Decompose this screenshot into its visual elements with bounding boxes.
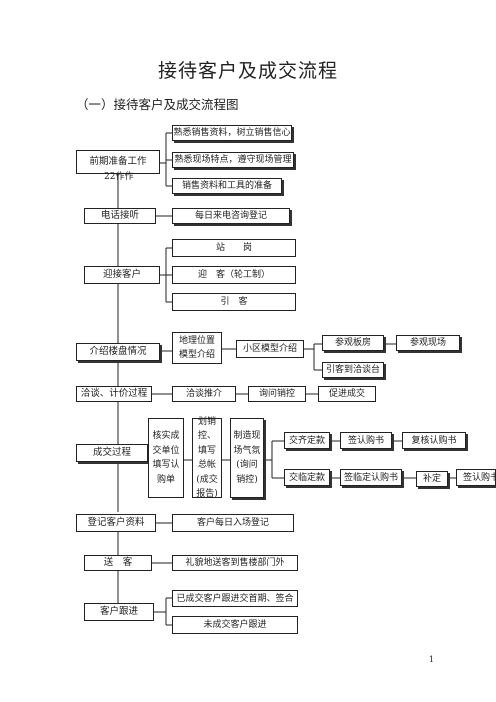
prep-item-1: 熟悉销售资料，树立销售信心 xyxy=(172,125,292,141)
deal-column-1: 核实成交单位填写认购单 xyxy=(148,418,184,498)
farewell-item: 礼貌地送客到售楼部门外 xyxy=(172,555,298,571)
greet-item-1: 站 岗 xyxy=(172,239,296,257)
prep-item-2: 熟悉现场特点，遵守现场管理 xyxy=(172,152,294,168)
negotiate-item-1: 洽谈推介 xyxy=(172,386,236,402)
step-deal: 成交过程 xyxy=(76,444,148,462)
page-title: 接待客户及成交流程 xyxy=(157,60,338,82)
followup-item-1: 已成交客户跟进交首期、签合 xyxy=(172,590,298,607)
intro-location: 地理位置模型介绍 xyxy=(172,332,222,364)
deal-full-1: 交齐定款 xyxy=(284,432,330,449)
negotiate-item-3: 促进成交 xyxy=(318,386,376,402)
followup-item-2: 未成交客户跟进 xyxy=(172,616,298,634)
deal-column-3: 制造现场气氛(询问销控) xyxy=(230,418,264,498)
step-register: 登记客户资料 xyxy=(76,514,156,532)
intro-model: 小区模型介绍 xyxy=(236,340,304,358)
step-intro: 介绍楼盘情况 xyxy=(76,343,160,361)
greet-item-3: 引 客 xyxy=(172,293,296,311)
step-prep: 前期准备工作 xyxy=(76,150,160,174)
step-greet: 迎接客户 xyxy=(84,266,160,284)
page-number: 1 xyxy=(428,655,434,664)
deal-column-2: 划销控、填写总帐(成交报告) xyxy=(192,417,222,499)
intro-visit-unit: 参观板房 xyxy=(322,335,384,351)
deal-full-2: 签认购书 xyxy=(340,432,392,449)
step-negotiate: 洽谈、计价过程 xyxy=(76,386,152,402)
step-phone: 电话接听 xyxy=(84,208,156,224)
greet-item-2: 迎 客（轮工制） xyxy=(172,266,296,284)
register-item: 客户每日入场登记 xyxy=(172,514,294,532)
deal-partial-4: 签认购书 xyxy=(456,469,496,486)
deal-full-3: 复核认购书 xyxy=(402,432,466,449)
deal-partial-1: 交临定款 xyxy=(284,469,330,486)
step-farewell: 送 客 xyxy=(84,555,152,571)
deal-partial-3: 补定 xyxy=(416,471,448,487)
prep-item-3: 销售资料和工具的准备 xyxy=(172,178,282,194)
negotiate-item-2: 询问销控 xyxy=(248,386,306,402)
section-heading: （一）接待客户及成交流程图 xyxy=(76,97,239,112)
step-prep-overflow: 22作作 xyxy=(104,172,134,182)
phone-item: 每日来电咨询登记 xyxy=(172,208,290,224)
intro-to-table: 引客到洽谈台 xyxy=(322,362,384,378)
intro-visit-site: 参观现场 xyxy=(396,335,460,351)
step-followup: 客户跟进 xyxy=(84,603,154,621)
deal-partial-2: 签临定认购书 xyxy=(340,469,402,486)
